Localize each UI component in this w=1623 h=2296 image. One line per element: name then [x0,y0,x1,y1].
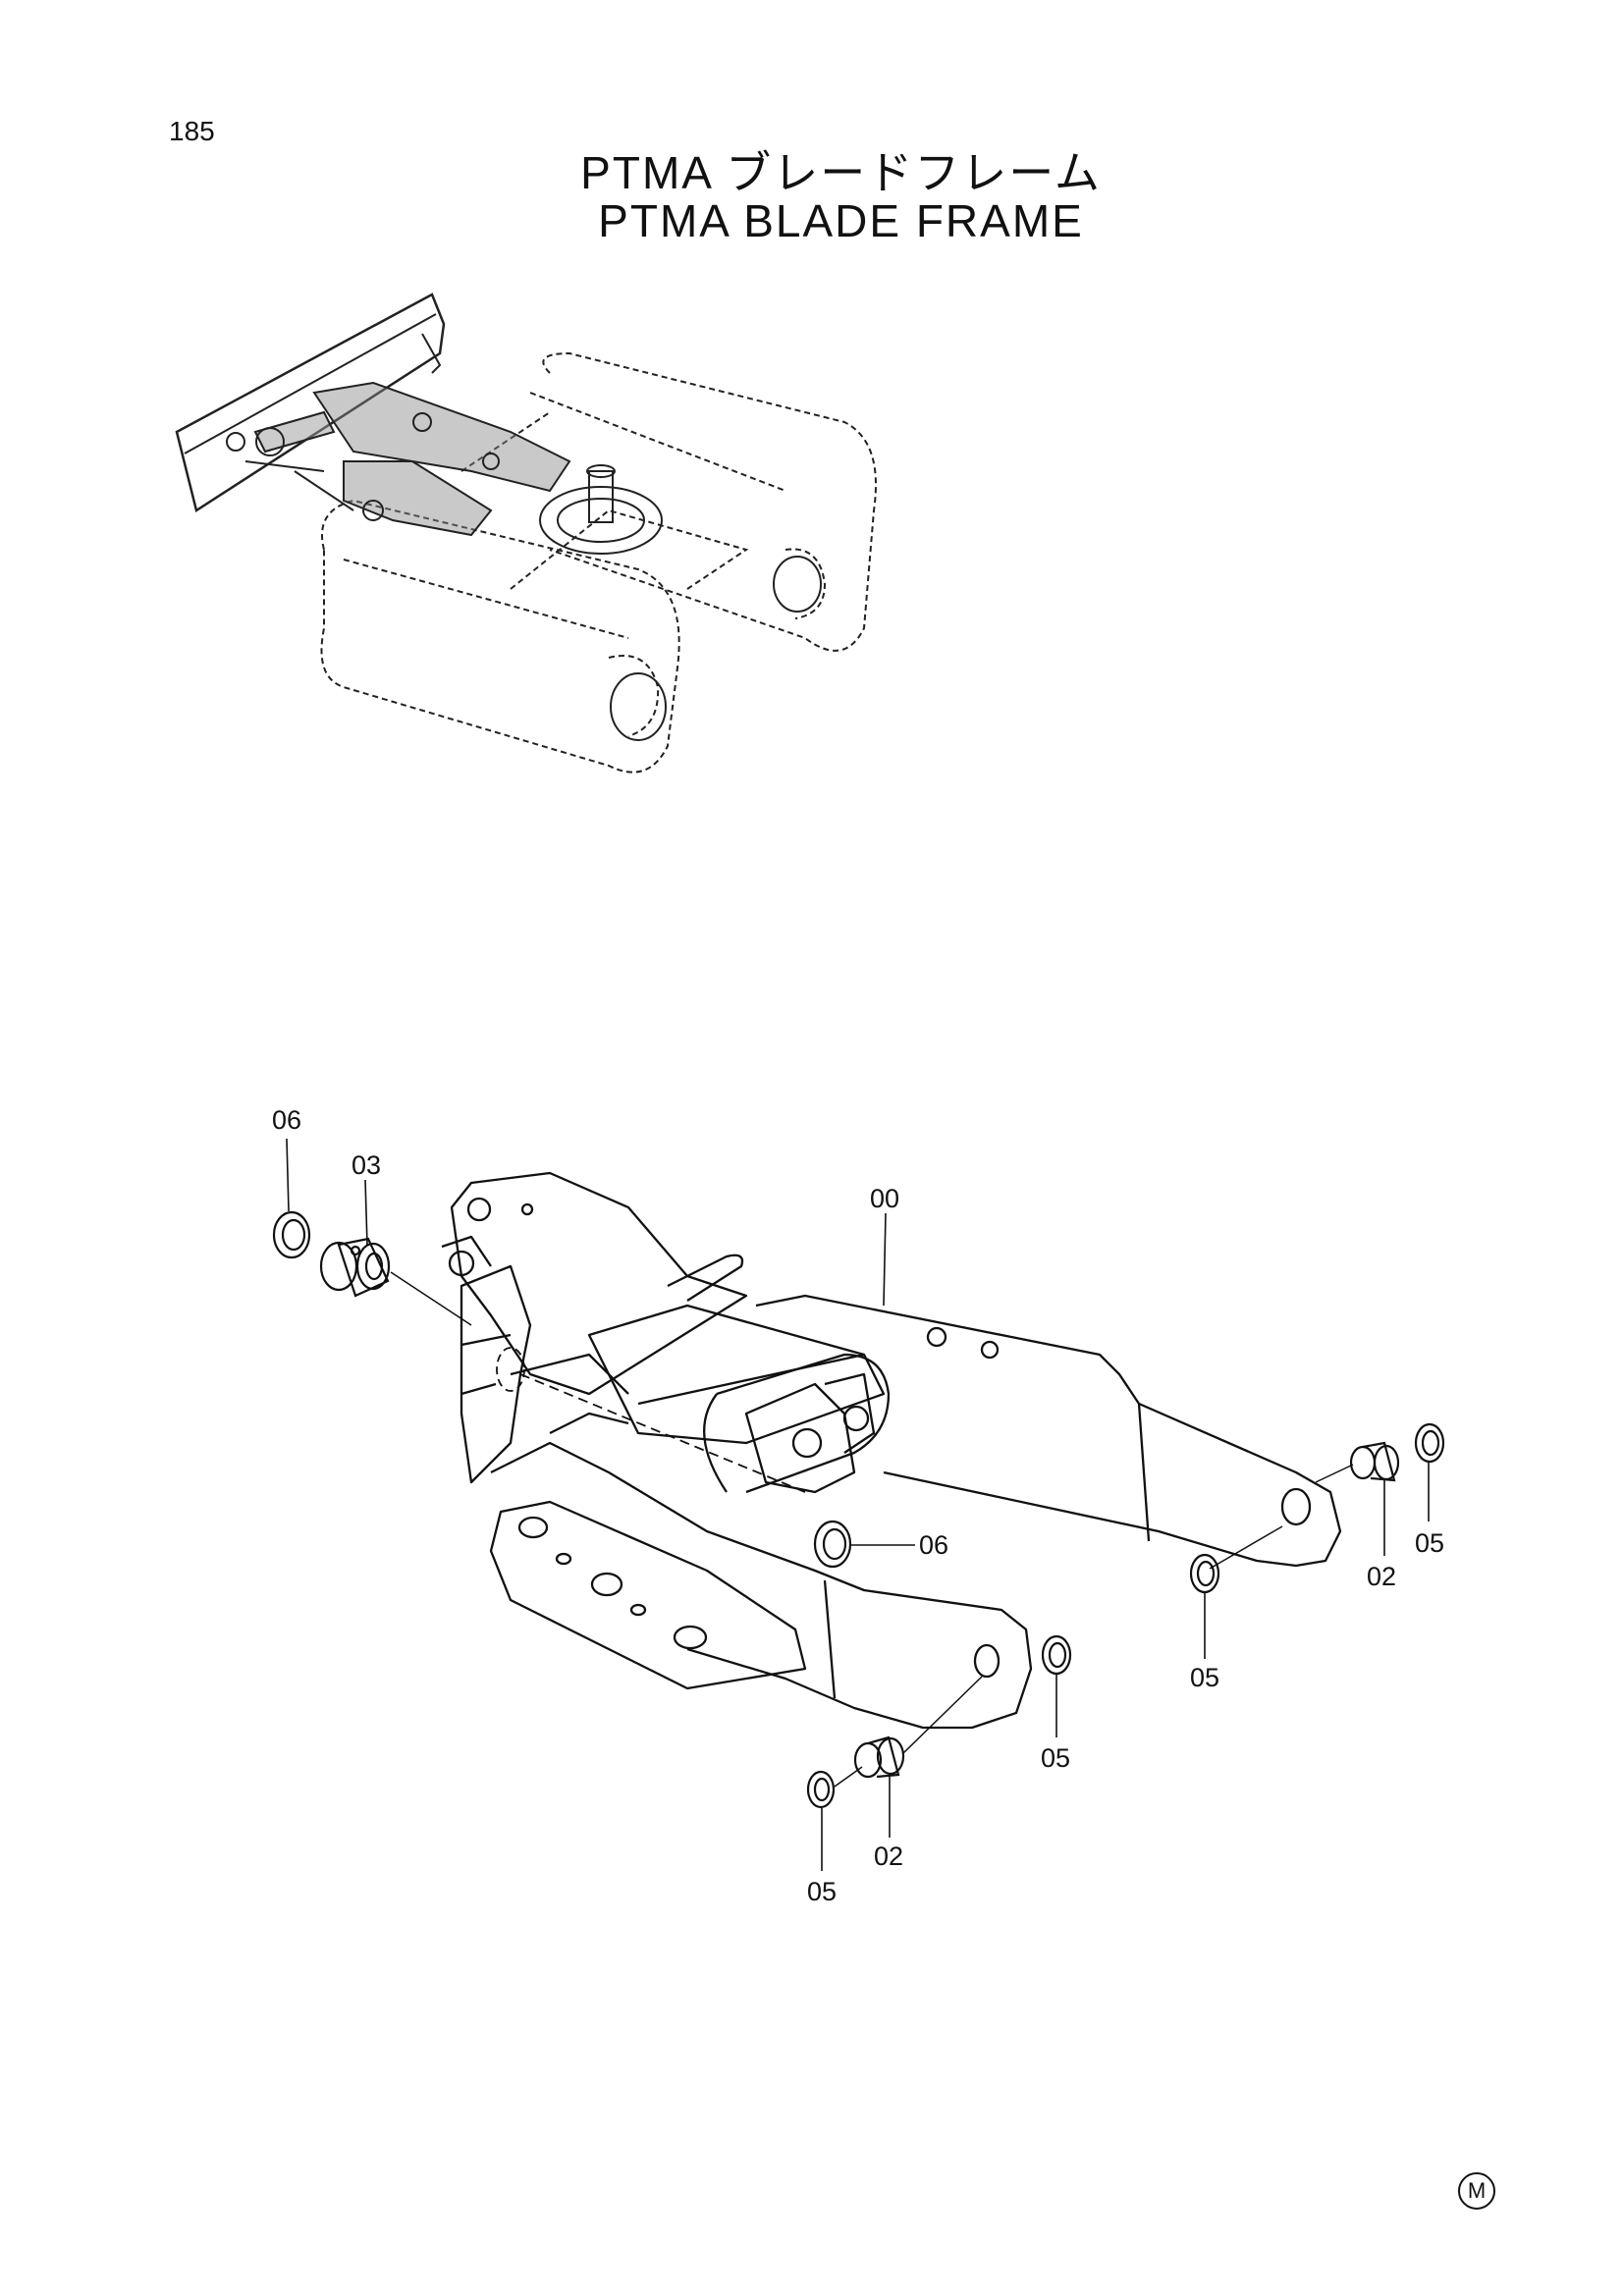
callout-00: 00 [870,1184,899,1213]
callout-05-bottom: 05 [807,1877,837,1906]
callout-06-top: 06 [272,1105,301,1135]
callout-05-far-right: 05 [1415,1528,1444,1558]
blade-frame-assembly [441,1171,1342,1730]
callout-06-mid: 06 [919,1530,948,1560]
leader-lines [286,1138,1430,1871]
callout-05-right-bottom: 05 [1190,1663,1219,1692]
title-english: PTMA BLADE FRAME [598,195,1084,246]
overview-machine [175,293,877,774]
loose-parts [272,1210,1445,1809]
circled-m-mark: M [1458,2172,1495,2210]
callout-02-right: 02 [1367,1562,1396,1591]
callout-03: 03 [352,1150,381,1180]
page-number: 185 [169,116,215,146]
callout-05-center: 05 [1041,1743,1070,1773]
title-japanese: PTMA ブレードフレーム [580,147,1102,198]
callout-labels: 06 03 00 06 02 05 05 05 02 05 [272,1105,1444,1906]
center-lines [390,1271,1354,1788]
callout-02-bottom: 02 [874,1842,903,1871]
